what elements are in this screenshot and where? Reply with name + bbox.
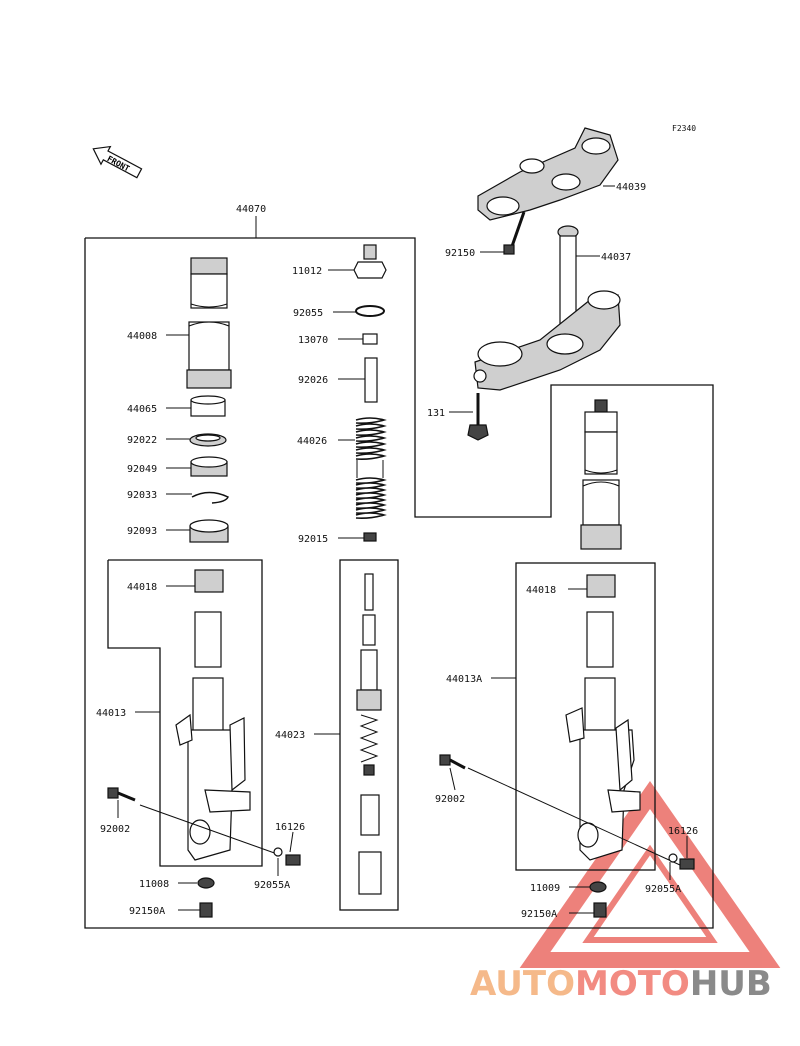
label-92150A-left: 92150A <box>129 906 165 917</box>
label-11008: 11008 <box>139 879 169 890</box>
damper-rod-44023 <box>356 573 382 895</box>
bush-44065 <box>190 395 226 417</box>
label-92055A-left: 92055A <box>254 880 290 891</box>
drain-16126-left <box>273 847 301 866</box>
label-44018-right: 44018 <box>526 585 556 596</box>
label-92150-top: 92150 <box>445 248 475 259</box>
front-arrow-icon: FRONT <box>92 145 143 179</box>
label-44013A: 44013A <box>446 674 482 685</box>
seal-92049 <box>190 456 228 477</box>
bolt-92150-top <box>503 211 526 255</box>
washer-11008 <box>197 877 215 889</box>
washer-92022 <box>189 433 227 447</box>
stem-44037 <box>473 225 621 391</box>
label-11009: 11009 <box>530 883 560 894</box>
label-44065: 44065 <box>127 404 157 415</box>
label-92049: 92049 <box>127 464 157 475</box>
bolt-92002-right <box>439 754 466 770</box>
label-44008: 44008 <box>127 331 157 342</box>
collar-92026 <box>364 357 378 403</box>
label-92002-left: 92002 <box>100 824 130 835</box>
callout-labels: 44070 44039 92150 44037 131 11012 92055 … <box>96 182 698 920</box>
spring-coils <box>355 417 387 519</box>
watermark-auto: AUTO <box>470 964 575 1004</box>
top-plug-11012 <box>353 244 387 279</box>
label-44013: 44013 <box>96 708 126 719</box>
label-16126-left: 16126 <box>275 822 305 833</box>
label-92002-right: 92002 <box>435 794 465 805</box>
spring-44026 <box>355 417 387 519</box>
label-44018-left: 44018 <box>127 582 157 593</box>
washer-11009 <box>589 881 607 893</box>
label-131: 131 <box>427 408 445 419</box>
label-92093: 92093 <box>127 526 157 537</box>
watermark-text: AUTOMOTOHUB <box>470 964 772 1004</box>
label-13070: 13070 <box>298 335 328 346</box>
spacer-13070 <box>362 333 378 345</box>
spring-body <box>356 460 384 478</box>
label-11012: 11012 <box>292 266 322 277</box>
label-92055: 92055 <box>293 308 323 319</box>
left-fork-outer-tube <box>139 569 281 861</box>
label-92033: 92033 <box>127 490 157 501</box>
label-44026: 44026 <box>297 436 327 447</box>
label-44070: 44070 <box>236 204 266 215</box>
figure-code: F2340 <box>672 124 696 133</box>
label-44039: 44039 <box>616 182 646 193</box>
bolt-92150A-left <box>199 902 213 918</box>
assembly-outline-44070 <box>84 237 714 929</box>
label-44023: 44023 <box>275 730 305 741</box>
assembly-outline-44013 <box>107 559 263 867</box>
upper-bracket-44039 <box>477 127 619 221</box>
label-16126-right: 16126 <box>668 826 698 837</box>
assembly-outline-44023 <box>339 559 399 911</box>
left-fork-inner-tube-44008 <box>186 257 232 389</box>
label-92022: 92022 <box>127 435 157 446</box>
leader-lines <box>117 185 688 914</box>
bolt-92002-left <box>107 787 136 802</box>
label-92150A-right: 92150A <box>521 909 557 920</box>
right-fork-inner-tube <box>580 399 622 550</box>
dust-seal-92093 <box>189 519 229 543</box>
o-ring-92055 <box>355 305 385 317</box>
bolt-92150A-right <box>593 902 607 918</box>
drain-16126-right <box>668 853 695 870</box>
bolt-131 <box>467 393 489 441</box>
label-92026: 92026 <box>298 375 328 386</box>
label-92015: 92015 <box>298 534 328 545</box>
watermark-hub: HUB <box>690 964 772 1004</box>
label-44037: 44037 <box>601 252 631 263</box>
watermark-moto: MOTO <box>575 964 690 1004</box>
assembly-outline-44013A <box>515 562 656 871</box>
watermark-logo <box>519 781 781 968</box>
right-fork-outer-tube <box>467 574 681 866</box>
label-92055A-right: 92055A <box>645 884 681 895</box>
circlip-92033 <box>191 491 229 504</box>
washer-92015 <box>363 532 377 542</box>
